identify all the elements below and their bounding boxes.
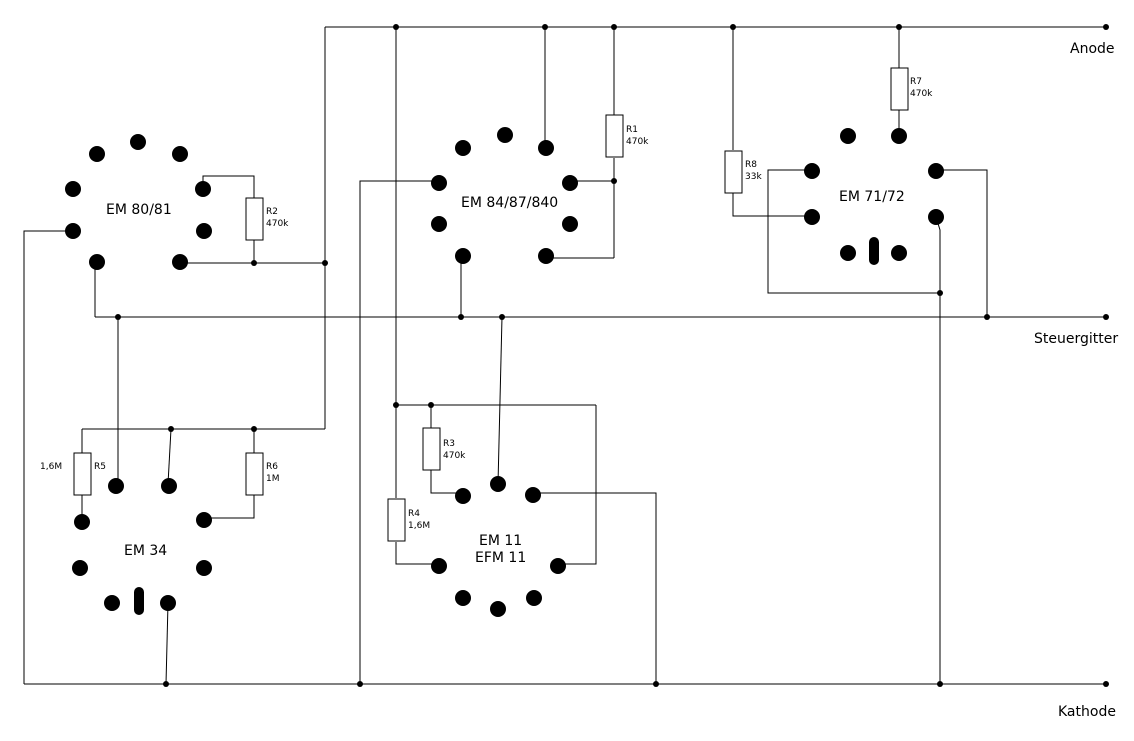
resistor-r7: R7 470k [890,67,933,111]
socket-em71: EM 71/72 [804,128,944,265]
svg-text:1,6M: 1,6M [408,521,430,531]
label-em71: EM 71/72 [839,189,905,205]
label-em34: EM 34 [124,543,167,559]
svg-text:1M: 1M [266,474,280,484]
svg-text:470k: 470k [910,89,933,99]
label-em80: EM 80/81 [106,202,172,218]
svg-text:R7: R7 [910,77,922,87]
resistor-r6: R6 1M [245,452,280,496]
label-kathode: Kathode [1058,704,1116,720]
svg-text:R2: R2 [266,207,278,217]
svg-text:33k: 33k [745,172,762,182]
resistor-r2: R2 470k [245,197,289,241]
cathode-rail [24,681,1109,687]
socket-em80: EM 80/81 [65,134,212,270]
resistor-r4: R4 1,6M [387,498,430,542]
label-em11: EM 11 [479,533,522,549]
svg-text:470k: 470k [443,451,466,461]
label-efm11: EFM 11 [475,550,526,566]
grid-rail [95,314,1109,320]
resistor-r1: R1 470k [605,114,649,158]
socket-em84: EM 84/87/840 [431,127,578,264]
label-anode: Anode [1070,41,1115,57]
svg-text:R4: R4 [408,509,420,519]
svg-text:R6: R6 [266,462,278,472]
svg-text:R3: R3 [443,439,455,449]
label-steuergitter: Steuergitter [1034,331,1118,347]
svg-text:470k: 470k [626,137,649,147]
socket-em34: EM 34 [72,478,212,615]
svg-text:R1: R1 [626,125,638,135]
label-em84: EM 84/87/840 [461,195,558,211]
svg-text:1,6M: 1,6M [40,462,62,472]
resistor-r3: R3 470k [422,427,466,471]
junction-dots [115,24,990,687]
anode-rail [325,24,1109,30]
svg-text:R8: R8 [745,160,757,170]
resistor-r8: R8 33k [724,150,762,194]
wiring [23,27,988,685]
svg-text:R5: R5 [94,462,106,472]
resistor-r5: R5 1,6M [40,452,106,496]
socket-em11: EM 11 EFM 11 [431,476,566,617]
svg-text:470k: 470k [266,219,289,229]
